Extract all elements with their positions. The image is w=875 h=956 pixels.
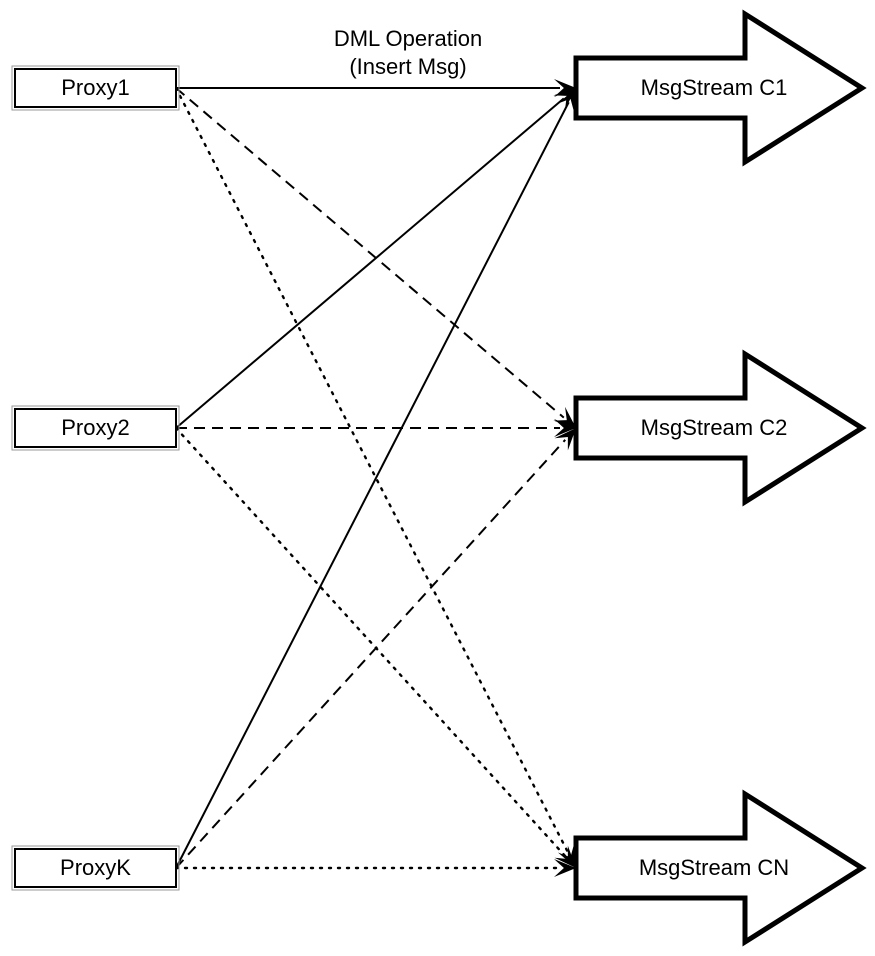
arrowhead-proxy2-to-c2: [554, 419, 576, 437]
arrowhead-proxy1-to-c1: [554, 79, 576, 97]
proxy-box-outline: [11, 845, 180, 891]
edge-arrowheads: [553, 79, 576, 877]
arrowhead-proxyK-to-c2: [554, 428, 576, 451]
proxy-box-outline: [11, 65, 180, 111]
proxy-label: Proxy2: [61, 415, 129, 440]
annotation-line-2: (Insert Msg): [349, 54, 466, 79]
msgstream-block-arrow[interactable]: [573, 349, 867, 507]
edge-proxyK-to-c2: [175, 439, 566, 869]
edge-proxyK-to-c1: [175, 101, 570, 869]
connection-edges: [174, 86, 570, 870]
annotation-line-1: DML Operation: [334, 26, 482, 51]
proxy-node-proxy1[interactable]: Proxy1: [11, 65, 180, 111]
arrowhead-proxy2-to-cn: [554, 845, 576, 868]
msgstream-node-c2[interactable]: MsgStream C2: [573, 349, 867, 507]
edge-proxy1-to-cn: [174, 86, 570, 855]
msgstream-label: MsgStream CN: [639, 855, 789, 880]
msgstream-label: MsgStream C2: [641, 415, 788, 440]
msgstream-label: MsgStream C1: [641, 75, 788, 100]
msgstream-node-c1[interactable]: MsgStream C1: [573, 9, 867, 167]
proxy-node-proxy2[interactable]: Proxy2: [11, 405, 180, 451]
edge-annotation: DML Operation (Insert Msg): [334, 26, 482, 79]
proxy-box-outline: [11, 405, 180, 451]
arrowhead-proxyK-to-c1: [557, 88, 576, 112]
proxy-box[interactable]: [14, 408, 177, 448]
arrowhead-proxy1-to-c2: [553, 406, 576, 428]
proxy-box[interactable]: [14, 848, 177, 888]
proxy-label: ProxyK: [60, 855, 131, 880]
edge-proxy2-to-cn: [174, 426, 567, 858]
edge-proxy2-to-c1: [175, 97, 565, 429]
msgstream-node-cn[interactable]: MsgStream CN: [573, 789, 867, 947]
arrowhead-proxyK-to-cn: [554, 859, 576, 877]
msgstream-nodes: MsgStream C1 MsgStream C2 MsgStream CN: [573, 9, 867, 947]
proxy-label: Proxy1: [61, 75, 129, 100]
proxy-node-proxyK[interactable]: ProxyK: [11, 845, 180, 891]
edge-proxy1-to-c2: [175, 87, 565, 419]
proxy-box[interactable]: [14, 68, 177, 108]
msgstream-block-arrow[interactable]: [573, 789, 867, 947]
msgstream-block-arrow[interactable]: [573, 9, 867, 167]
